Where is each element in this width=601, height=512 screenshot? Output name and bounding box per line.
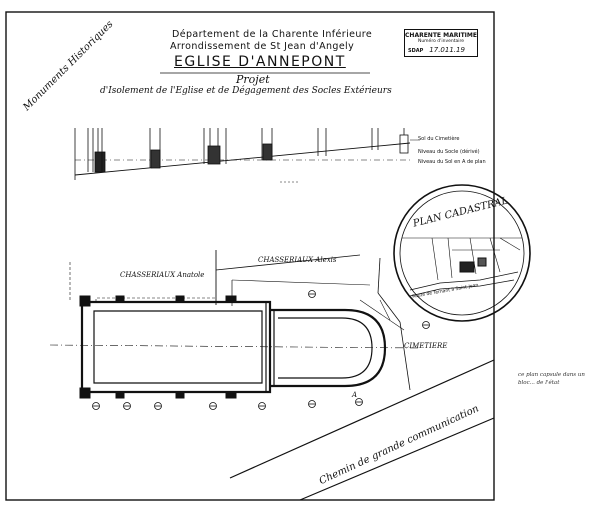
church-title: EGLISE D'ANNEPONT — [174, 54, 346, 70]
sheet-border — [5, 11, 495, 501]
stamp-department: CHARENTE MARITIME — [405, 32, 477, 39]
stamp-sdap: SDAP 17.011.19 — [405, 46, 477, 54]
elevation-section — [74, 128, 420, 183]
cemetery-label: CIMETIERE — [404, 342, 448, 350]
arrondissement-heading: Arrondissement de St Jean d'Angely — [170, 41, 355, 52]
cemetery-ground-label: Sol du Cimetière — [418, 136, 460, 142]
project-label: Projet — [236, 73, 270, 86]
project-subtitle: d'Isolement de l'Eglise et de Dégagement… — [100, 86, 392, 96]
owner-alexis-label: CHASSERIAUX Alexis — [258, 256, 337, 264]
socle-level-label: Niveau du Socle (dérivé) — [418, 149, 480, 155]
inventory-stamp: CHARENTE MARITIME Numéro d'inventaire SD… — [404, 29, 478, 57]
department-heading: Département de la Charente Inférieure — [172, 29, 373, 40]
stamp-inventory-label: Numéro d'inventaire — [417, 39, 465, 44]
stamp-number: 17.011.19 — [429, 46, 465, 54]
cadastral-inset — [393, 184, 531, 322]
ground-plan — [49, 250, 495, 501]
owner-anatole-label: CHASSERIAUX Anatole — [120, 271, 205, 279]
stamp-sdap-label: SDAP — [408, 48, 424, 54]
point-a-label: A — [352, 391, 358, 399]
handwritten-note: ce plan capsule dans un bloc... de l'éta… — [518, 372, 585, 386]
ground-level-label: Niveau du Sol en A de plan — [418, 159, 486, 165]
